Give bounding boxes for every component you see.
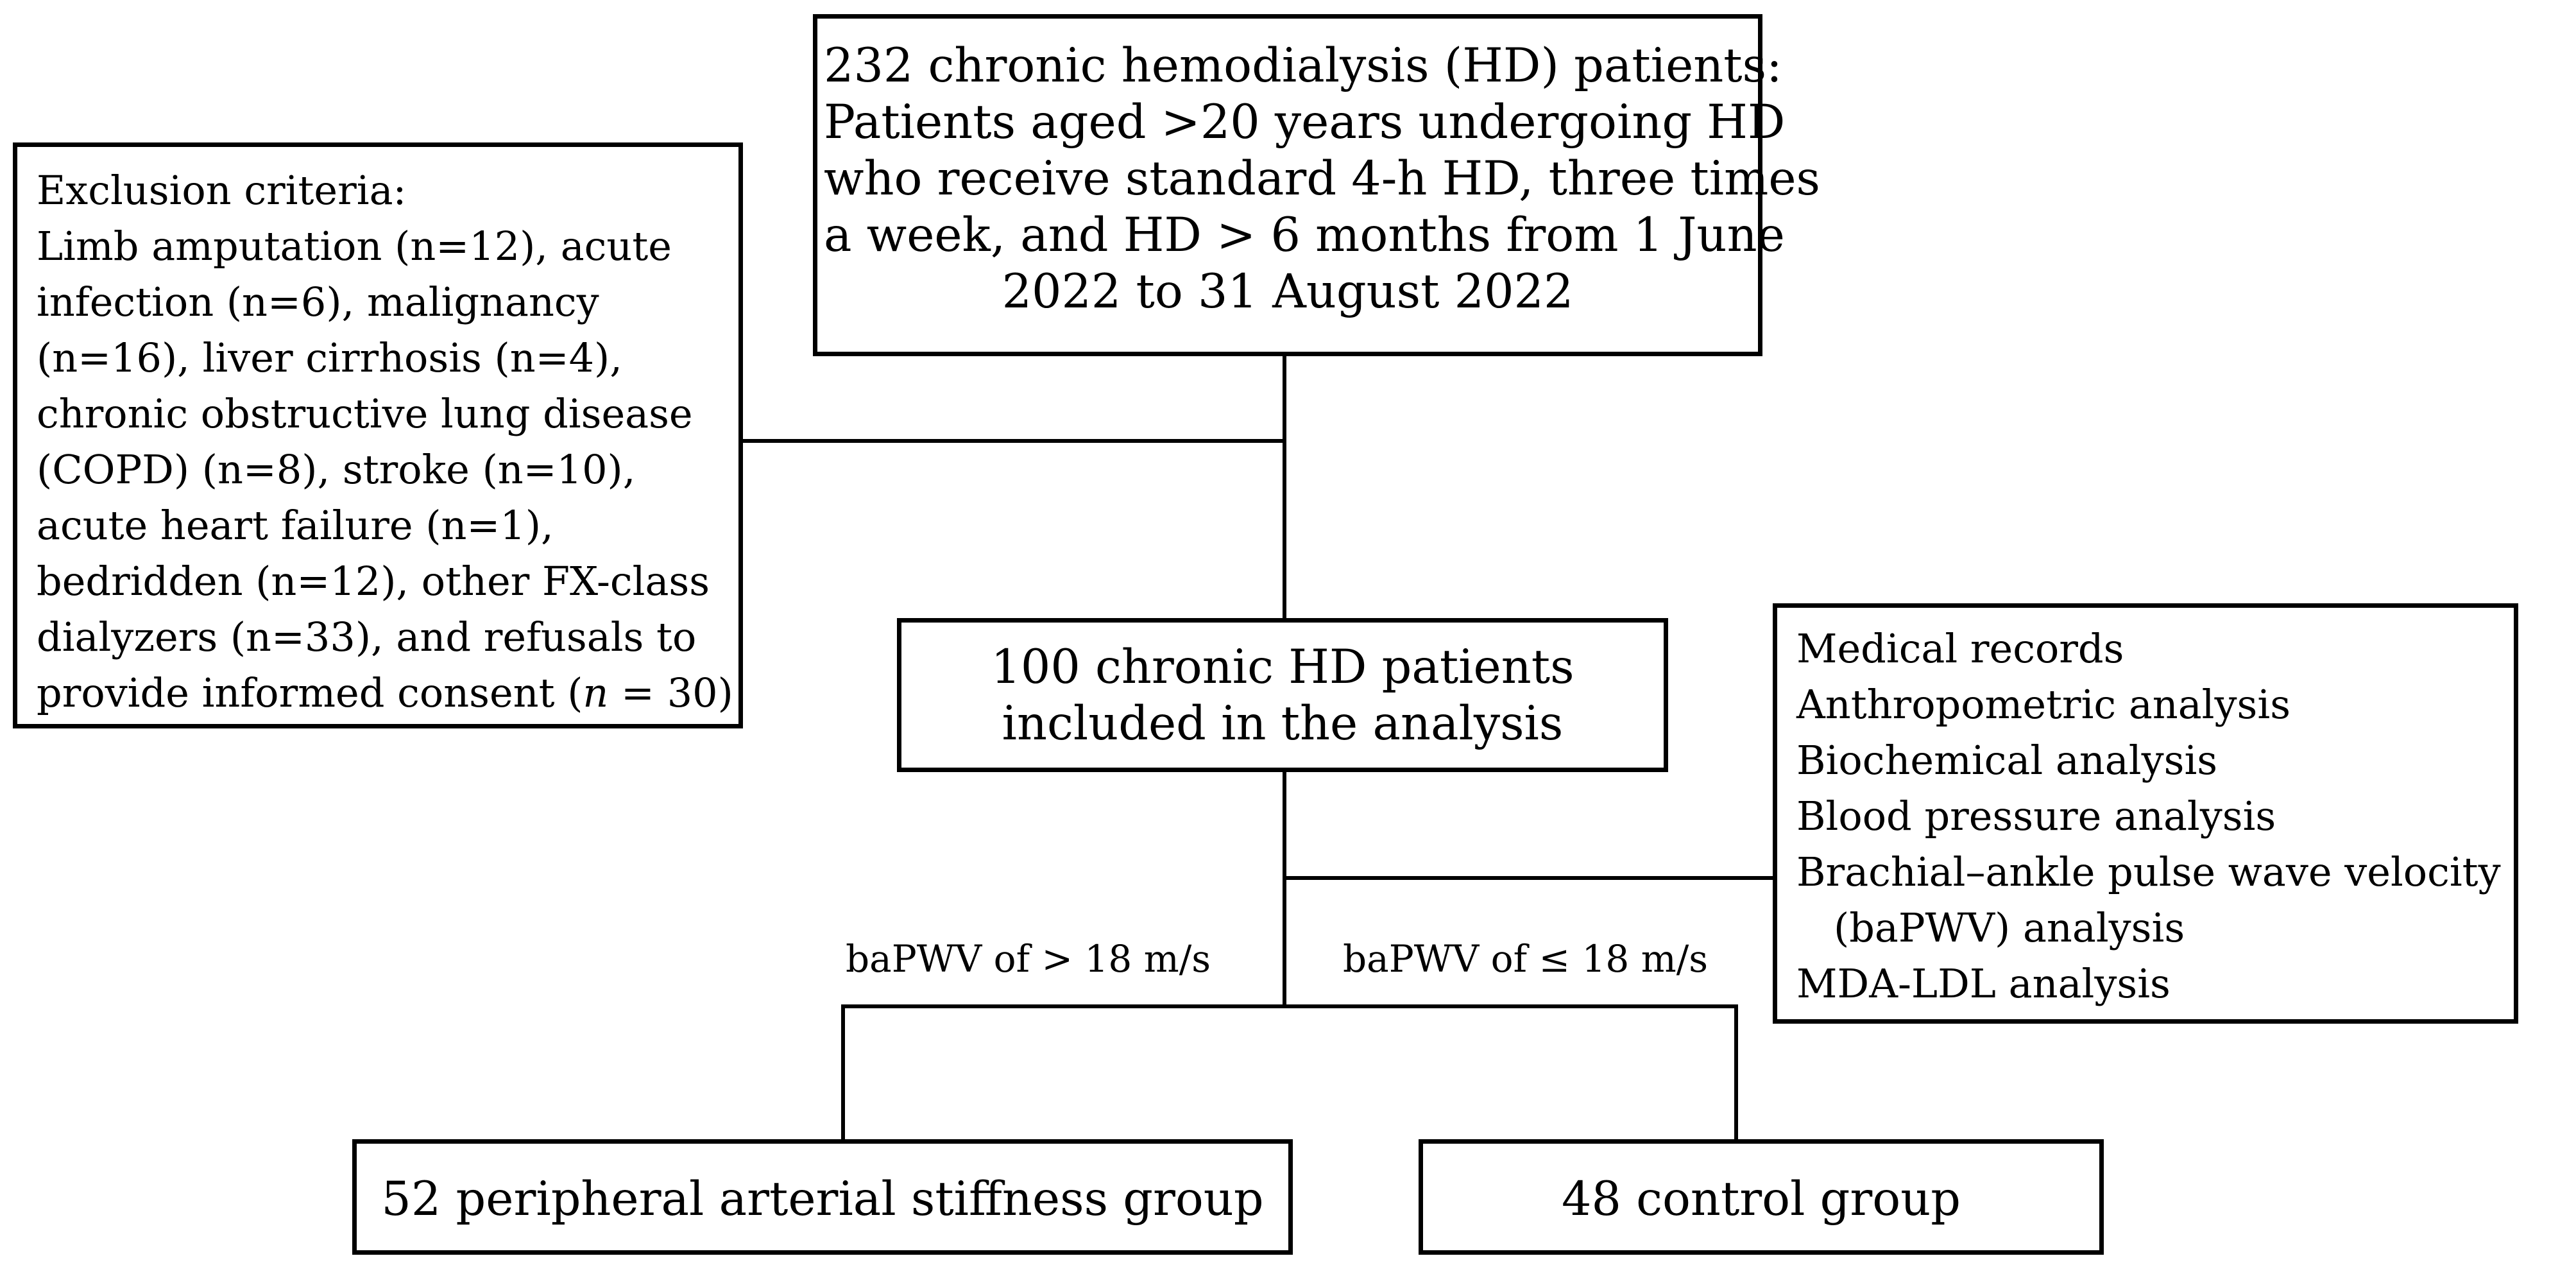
screening-text-line: a week, and HD > 6 months from 1 June bbox=[824, 208, 1785, 262]
measurement-item: Anthropometric analysis bbox=[1796, 681, 2291, 728]
connector-branch-horizontal bbox=[841, 1004, 1738, 1008]
connector-to-control-group bbox=[1734, 1004, 1738, 1139]
measurement-item: (baPWV) analysis bbox=[1834, 904, 2185, 951]
exclusion-last-italic-n: n bbox=[583, 669, 609, 716]
connector-to-stiffness-group bbox=[841, 1004, 845, 1139]
connector-to-measurements bbox=[1286, 876, 1773, 880]
measurement-item: Brachial–ankle pulse wave velocity bbox=[1796, 848, 2501, 895]
exclusion-text-line: infection (n=6), malignancy bbox=[37, 279, 599, 325]
exclusion-criteria-box: Exclusion criteria: Limb amputation (n=1… bbox=[13, 142, 743, 728]
connector-top-to-included bbox=[1283, 356, 1286, 618]
branch-label-high-baPWV: baPWV of > 18 m/s bbox=[846, 937, 1211, 981]
branch-label-low-baPWV: baPWV of ≤ 18 m/s bbox=[1343, 937, 1709, 981]
exclusion-text-line-last: provide informed consent (n = 30) bbox=[37, 665, 733, 721]
measurement-item: MDA-LDL analysis bbox=[1796, 960, 2171, 1007]
included-text-line: 100 chronic HD patients bbox=[991, 640, 1574, 694]
exclusion-text-line: acute heart failure (n=1), bbox=[37, 502, 554, 549]
exclusion-last-suffix: = 30) bbox=[608, 669, 733, 716]
exclusion-text-line: (n=16), liver cirrhosis (n=4), bbox=[37, 334, 622, 381]
measurement-item: Blood pressure analysis bbox=[1796, 793, 2276, 839]
stiffness-group-label: 52 peripheral arterial stiffness group bbox=[381, 1172, 1264, 1226]
measurement-item: Biochemical analysis bbox=[1796, 737, 2218, 784]
screening-text-line: 232 chronic hemodialysis (HD) patients: bbox=[824, 39, 1782, 93]
included-text-line: included in the analysis bbox=[1002, 696, 1564, 751]
exclusion-text-line: (COPD) (n=8), stroke (n=10), bbox=[37, 446, 636, 493]
control-group-box: 48 control group bbox=[1419, 1139, 2104, 1255]
screening-text-line: Patients aged >20 years undergoing HD bbox=[824, 95, 1786, 150]
screening-box: 232 chronic hemodialysis (HD) patients: … bbox=[813, 14, 1820, 356]
connector-to-exclusion bbox=[743, 439, 1286, 443]
control-group-label: 48 control group bbox=[1562, 1172, 1961, 1226]
screening-text-line: 2022 to 31 August 2022 bbox=[1002, 264, 1574, 319]
measurement-item: Medical records bbox=[1796, 625, 2124, 672]
exclusion-text-line: dialyzers (n=33), and refusals to bbox=[37, 614, 697, 660]
connector-included-to-split bbox=[1283, 772, 1286, 1006]
exclusion-text-line: chronic obstructive lung disease bbox=[37, 390, 693, 437]
exclusion-text-line: Exclusion criteria: bbox=[37, 167, 407, 214]
exclusion-text-line: Limb amputation (n=12), acute bbox=[37, 223, 672, 270]
exclusion-last-prefix: provide informed consent ( bbox=[37, 669, 583, 716]
exclusion-text-line: bedridden (n=12), other FX-class bbox=[37, 558, 710, 605]
screening-text-line: who receive standard 4-h HD, three times bbox=[824, 151, 1820, 206]
included-patients-box: 100 chronic HD patients included in the … bbox=[897, 618, 1668, 772]
stiffness-group-box: 52 peripheral arterial stiffness group bbox=[352, 1139, 1293, 1255]
measurements-box: Medical records Anthropometric analysis … bbox=[1773, 603, 2518, 1024]
